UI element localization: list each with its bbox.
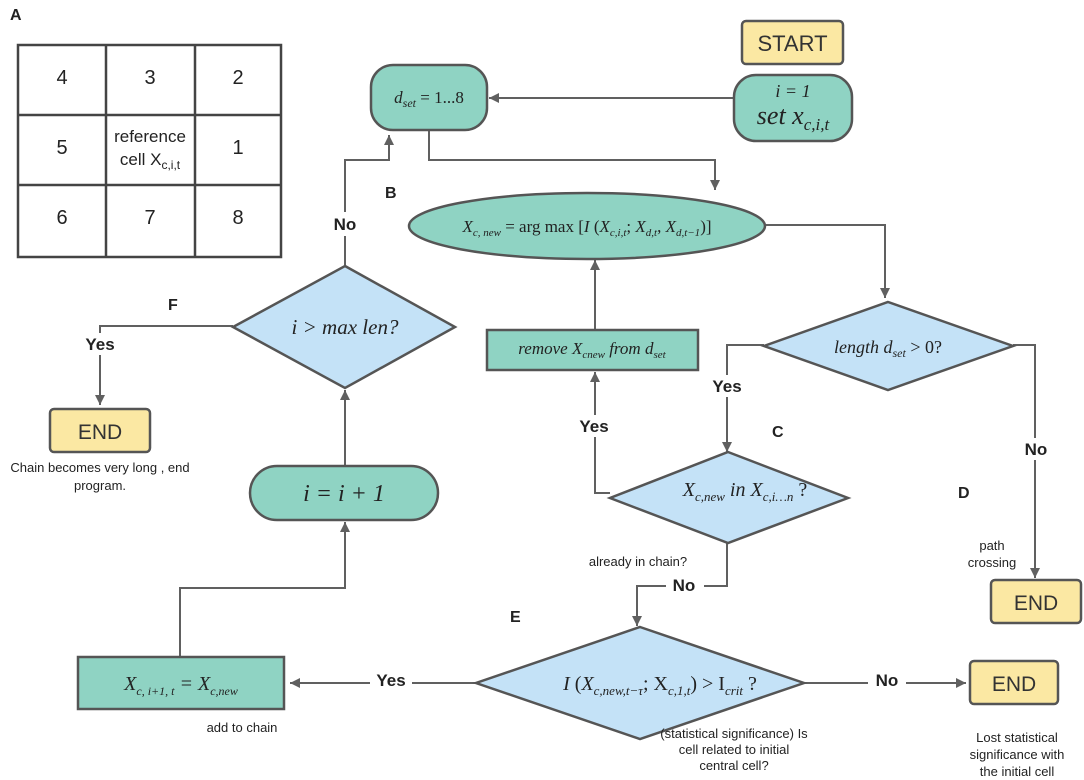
grid-cell-3: 3 [144, 67, 155, 89]
edge-label-yes-crit: Yes [376, 671, 405, 690]
end-node-f: END [48, 407, 152, 454]
end-d-label: END [1014, 592, 1058, 615]
note-stat-3: central cell? [699, 758, 768, 773]
edge-label-yes-inchain: Yes [579, 417, 608, 436]
grid-cell-5: 5 [56, 137, 67, 159]
maxlen-decision: i > max len? [230, 264, 458, 390]
note-chain-long-1: Chain becomes very long , end [10, 460, 189, 475]
edge-argmax-to-length [764, 224, 890, 298]
edge-inchain-yes [590, 372, 610, 494]
grid-cell-8: 8 [232, 207, 243, 229]
grid-cell-1: 1 [232, 137, 243, 159]
edge-maxlen-no [344, 135, 394, 265]
edge-label-no-crit: No [876, 671, 899, 690]
edge-length-yes [722, 344, 764, 452]
note-stat-1: (statistical significance) Is [660, 726, 808, 741]
note-path-2: crossing [968, 555, 1016, 570]
end-e-label: END [992, 673, 1036, 696]
note-already-in-chain: already in chain? [589, 554, 687, 569]
note-path-1: path [979, 538, 1004, 553]
grid-reference-line2: cell Xc,i,t [120, 150, 181, 172]
edge-length-no [1013, 344, 1040, 578]
remove-node: remove Xcnew from dset [485, 328, 700, 372]
edge-label-yes-f: Yes [85, 335, 114, 354]
maxlen-label: i > max len? [292, 315, 399, 339]
grid-cell-6: 6 [56, 207, 67, 229]
edge-label-no-top: No [334, 215, 357, 234]
length-decision: length dset > 0? [760, 300, 1017, 392]
end-node-d: END [989, 578, 1083, 625]
grid-cell-2: 2 [232, 67, 243, 89]
dset-node: dset = 1...8 [369, 63, 489, 132]
note-stat-2: cell related to initial [679, 742, 790, 757]
inchain-decision: Xc,new in Xc,i…n ? [606, 450, 852, 545]
argmax-node: Xc, new = arg max [I (Xc,i,t; Xd,t, Xd,t… [407, 191, 767, 261]
init-line1: i = 1 [775, 81, 810, 101]
edge-dset-to-argmax [428, 131, 720, 190]
add-node: Xc, i+1, t = Xc,new [76, 655, 286, 711]
add-label: Xc, i+1, t = Xc,new [123, 673, 238, 698]
increment-node: i = i + 1 [248, 464, 440, 522]
edge-label-no-inchain: No [673, 576, 696, 595]
grid-cell-4: 4 [56, 67, 67, 89]
argmax-formula: Xc, new = arg max [I (Xc,i,t; Xd,t, Xd,t… [461, 217, 711, 239]
inchain-label: Xc,new in Xc,i…n ? [682, 479, 808, 504]
critical-label: I (Xc,new,t−τ; Xc,1,t) > Icrit ? [562, 673, 757, 698]
panel-label-b: B [385, 185, 397, 202]
panel-label-c: C [772, 424, 784, 441]
panel-label-f: F [168, 297, 178, 314]
increment-label: i = i + 1 [303, 481, 385, 507]
note-lost-3: the initial cell [980, 764, 1055, 779]
edge-maxlen-yes [95, 325, 233, 405]
start-label: START [757, 31, 827, 56]
panel-label-a: A [10, 7, 22, 24]
grid-reference-line1: reference [114, 127, 186, 146]
note-add-to-chain: add to chain [207, 720, 278, 735]
end-f-label: END [78, 421, 122, 444]
edge-label-no-length: No [1025, 440, 1048, 459]
critical-decision: I (Xc,new,t−τ; Xc,1,t) > Icrit ? [472, 625, 808, 741]
note-lost-2: significance with [970, 747, 1065, 762]
dset-label: dset = 1...8 [394, 88, 464, 110]
note-chain-long-2: program. [74, 478, 126, 493]
length-label: length dset > 0? [834, 337, 942, 360]
panel-label-d: D [958, 485, 970, 502]
note-lost-1: Lost statistical [976, 730, 1058, 745]
neighbor-grid: 4 3 2 5 1 6 7 8 reference cell Xc,i,t [16, 43, 283, 259]
start-node: START [740, 19, 845, 66]
init-node: i = 1 set xc,i,t [732, 73, 854, 143]
remove-label: remove Xcnew from dset [518, 339, 666, 361]
init-line2: set xc,i,t [757, 101, 831, 134]
grid-cell-7: 7 [144, 207, 155, 229]
panel-label-e: E [510, 609, 521, 626]
end-node-e: END [968, 659, 1060, 706]
edge-add-to-increment [179, 522, 350, 656]
edge-label-yes-length: Yes [712, 377, 741, 396]
